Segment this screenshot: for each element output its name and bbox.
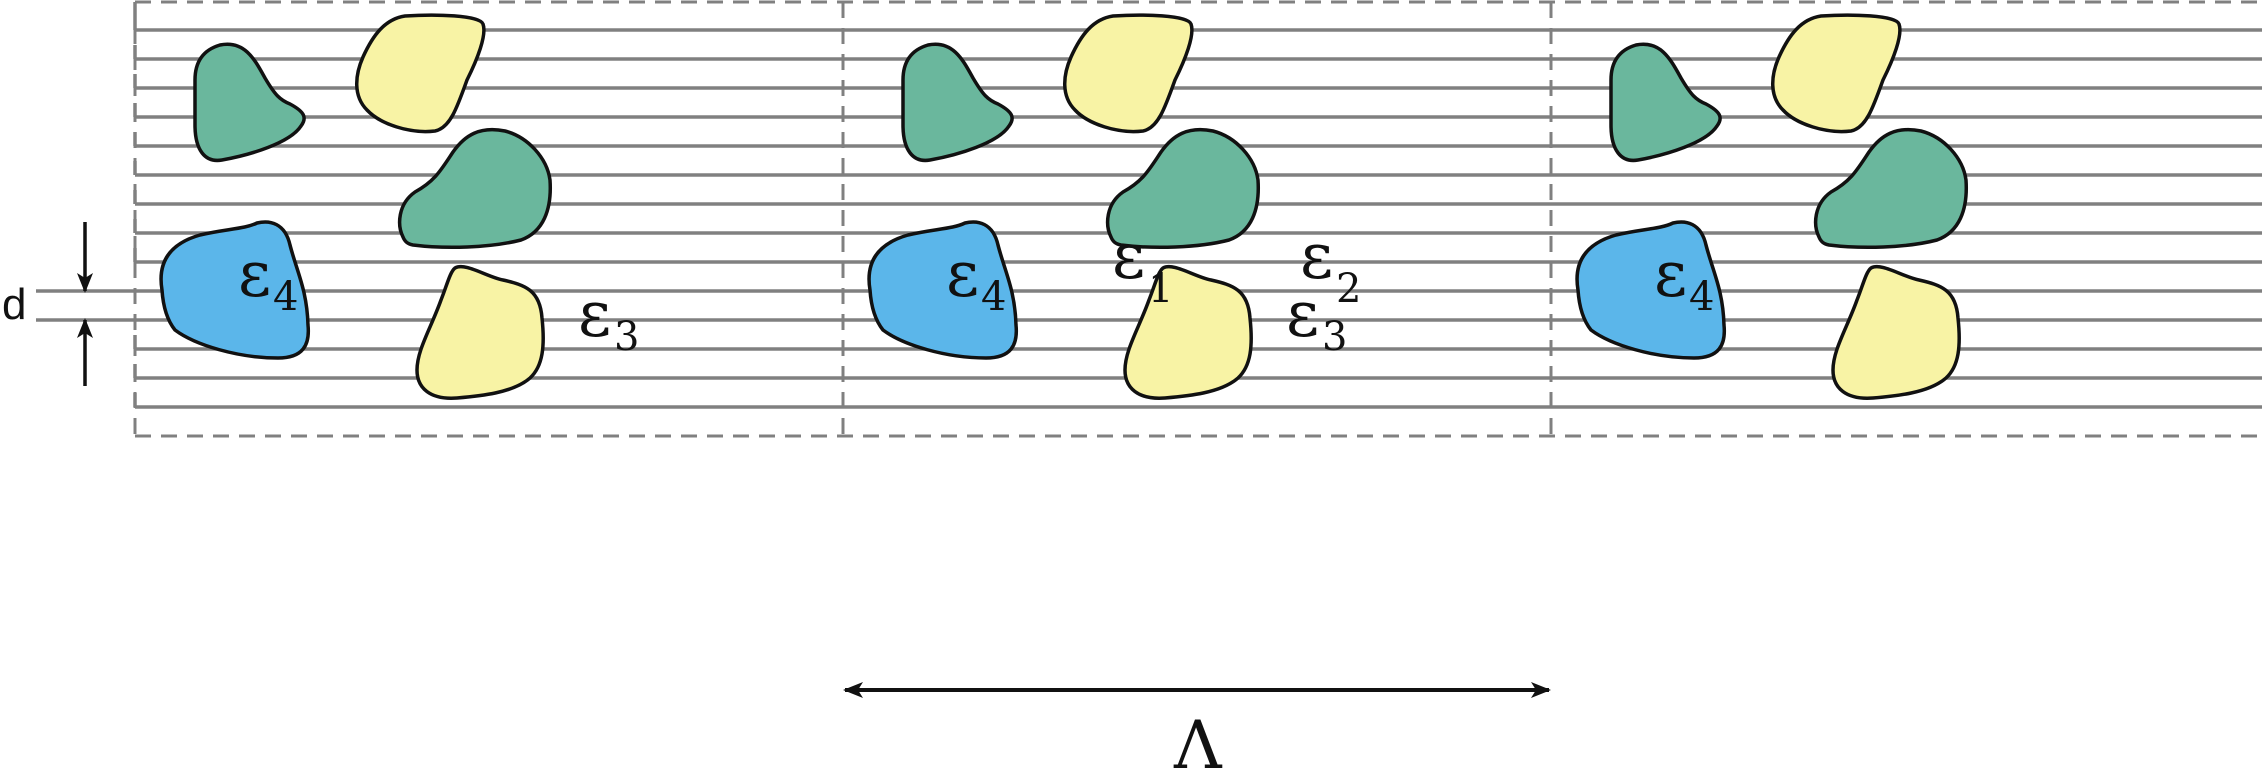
svg-text:ε: ε (1654, 238, 1687, 312)
period-label: Λ (1173, 707, 1223, 782)
unit-cell-2 (867, 13, 1261, 400)
svg-text:ε: ε (1112, 220, 1145, 294)
svg-text:ε: ε (578, 278, 611, 352)
label-eps3-cell1: ε 3 (578, 278, 639, 360)
label-eps3-cell2: ε 3 (1286, 278, 1347, 360)
label-eps1: ε 1 (1112, 220, 1173, 312)
label-eps4-cell2: ε 4 (946, 238, 1006, 320)
label-eps4-cell3: ε 4 (1654, 238, 1714, 320)
svg-text:ε: ε (1300, 220, 1333, 294)
spacing-indicator: d (2, 222, 93, 386)
svg-text:1: 1 (1148, 266, 1173, 312)
svg-text:ε: ε (946, 238, 979, 312)
svg-text:4: 4 (1689, 274, 1714, 320)
svg-text:2: 2 (1336, 266, 1361, 312)
svg-text:ε: ε (238, 238, 271, 312)
period-indicator: Λ (843, 682, 1551, 782)
svg-text:3: 3 (1322, 314, 1347, 360)
svg-text:4: 4 (981, 274, 1006, 320)
svg-text:ε: ε (1286, 278, 1319, 352)
svg-text:4: 4 (273, 274, 298, 320)
label-eps2: ε 2 (1300, 220, 1361, 312)
label-eps4-cell1: ε 4 (238, 238, 298, 320)
unit-cell-3 (1575, 13, 1969, 400)
svg-text:3: 3 (614, 314, 639, 360)
unit-cell-boundaries (133, 0, 2262, 438)
spacing-label: d (2, 280, 26, 329)
unit-cell-1 (159, 13, 553, 400)
